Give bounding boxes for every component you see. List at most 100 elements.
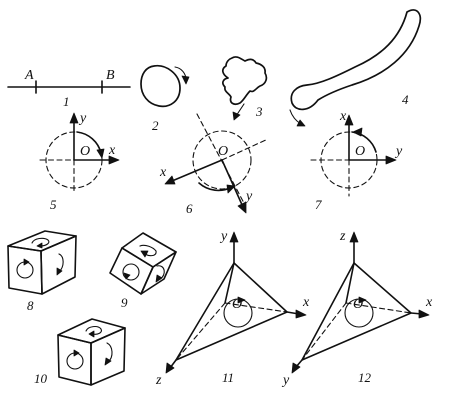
- z-axis-12-arrowhead: [349, 231, 359, 243]
- y-axis-12-arrowhead: [291, 362, 301, 374]
- y-axis-11-arrowhead: [229, 231, 239, 243]
- panel-10-cube: 10: [34, 318, 126, 386]
- tetra-11-hidden-edge-a: [224, 302, 288, 313]
- cube-8-right-face: [40, 235, 77, 295]
- figure-number-11: 11: [222, 370, 234, 385]
- irregular-curve-3: [222, 56, 268, 106]
- cube-8-top-arrowhead: [36, 242, 43, 249]
- y-label-5: y: [78, 111, 87, 126]
- unit-circle-6: [192, 130, 252, 190]
- figure-number-12: 12: [358, 370, 372, 385]
- rotation-circle-12-arrowhead: [358, 296, 367, 304]
- cube-10-front-face: [57, 334, 92, 386]
- panel-12-3d-axes: z x y O 12: [281, 229, 433, 388]
- z-label-11: z: [155, 373, 162, 388]
- tetra-12-hidden-edge-a: [345, 302, 412, 314]
- cube-9-right-face: [140, 251, 177, 295]
- y-label-7: y: [394, 144, 403, 159]
- y-axis-6: [221, 159, 244, 208]
- rotation-circle-11-arrowhead: [237, 296, 246, 304]
- cube-10-top-arrowhead: [88, 330, 95, 338]
- x-axis-7-arrowhead: [344, 114, 354, 126]
- cube-9-top-arrowhead: [140, 250, 149, 258]
- y-label-11: y: [219, 229, 228, 244]
- x-axis-6-arrowhead: [164, 175, 176, 185]
- closed-curve-2: [140, 64, 181, 108]
- x-label-12: x: [425, 295, 433, 310]
- y-axis-5-arrowhead: [69, 112, 79, 124]
- elongated-loop-4: [290, 9, 422, 111]
- x-axis-5-arrowhead: [108, 155, 120, 165]
- figure-number-8: 8: [27, 298, 34, 313]
- figure-number-2: 2: [152, 118, 159, 133]
- cube-8-top-rotation: [31, 237, 50, 247]
- figure-number-3: 3: [255, 104, 263, 119]
- figure-number-6: 6: [186, 201, 193, 216]
- dashed-axis-6b: [221, 138, 269, 161]
- figure-number-10: 10: [34, 371, 48, 386]
- point-b-label: B: [106, 68, 115, 83]
- cube-10-right-arrowhead: [104, 357, 112, 366]
- origin-label-5: O: [80, 144, 90, 159]
- cube-8-right-arrowhead: [56, 267, 63, 276]
- z-label-12: z: [339, 229, 346, 244]
- cube-8-front-face: [7, 245, 43, 295]
- figure-number-5: 5: [50, 197, 57, 212]
- panel-9-tilted-cube: 9: [109, 232, 177, 310]
- point-a-label: A: [24, 68, 34, 83]
- tetra-11-hidden-edge-b: [175, 302, 226, 361]
- origin-label-7: O: [355, 144, 365, 159]
- panel-3-irregular-curve: 3: [222, 56, 268, 121]
- curve-3-arrowhead: [232, 111, 241, 121]
- tetra-11-back-edge: [224, 262, 235, 304]
- panel-8-cube: 8: [7, 230, 77, 313]
- tetra-11-face: [175, 262, 288, 361]
- cube-10-right-face: [90, 327, 126, 386]
- x-label-11: x: [302, 295, 310, 310]
- x-label-5: x: [108, 143, 116, 158]
- y-axis-6-arrowhead: [237, 201, 247, 214]
- x-axis-6: [171, 159, 223, 182]
- rotation-arc-7-arrowhead: [352, 127, 363, 137]
- cube-10-top-rotation: [85, 326, 102, 335]
- curve-2-arrowhead: [181, 75, 190, 85]
- y-axis-7-arrowhead: [385, 155, 397, 165]
- figure-number-1: 1: [63, 94, 70, 109]
- origin-label-6: O: [218, 144, 228, 159]
- panel-1-segment: A B 1: [7, 68, 131, 109]
- loop-4-arrowhead: [296, 119, 306, 127]
- dashed-axis-6a: [196, 113, 246, 206]
- cube-9-left-circle: [122, 263, 140, 281]
- cube-8-front-arrowhead: [23, 258, 30, 266]
- x-axis-11-arrowhead: [295, 309, 307, 319]
- panel-4-elongated-loop: 4: [289, 9, 422, 127]
- x-label-6: x: [159, 165, 167, 180]
- cube-9-left-arrowhead: [123, 272, 131, 280]
- cube-9-right-arrowhead: [155, 274, 163, 283]
- cube-10-front-arrowhead: [73, 349, 80, 357]
- y-label-12: y: [281, 373, 290, 388]
- figure-number-7: 7: [315, 197, 322, 212]
- figure-number-4: 4: [402, 92, 409, 107]
- tetra-12-back-edge: [345, 262, 355, 304]
- y-label-6: y: [244, 189, 253, 204]
- x-label-7: x: [339, 109, 347, 124]
- tetra-12-face: [301, 262, 412, 361]
- panel-6-rotated-plane: x y O 6: [159, 113, 269, 216]
- panel-11-3d-axes: y x z O 11: [155, 229, 310, 388]
- panel-5-plane-xy: x y O 5: [39, 111, 120, 212]
- z-axis-11-arrowhead: [165, 362, 175, 374]
- cube-9-top-face: [121, 232, 177, 268]
- cube-10-top-face: [57, 318, 126, 344]
- panel-7-plane-xy-swapped: y x O 7: [310, 109, 403, 212]
- rotation-arc-6-arrowhead: [226, 184, 236, 194]
- cube-9-top-rotation: [139, 244, 157, 257]
- origin-label-11: O: [232, 297, 242, 312]
- rotation-arc-5-arrowhead: [96, 148, 105, 159]
- x-axis-12-arrowhead: [418, 309, 430, 319]
- figure-number-9: 9: [121, 295, 128, 310]
- panel-2-closed-curve: 2: [140, 64, 190, 133]
- origin-label-12: O: [353, 297, 363, 312]
- tetra-12-hidden-edge-b: [301, 302, 347, 361]
